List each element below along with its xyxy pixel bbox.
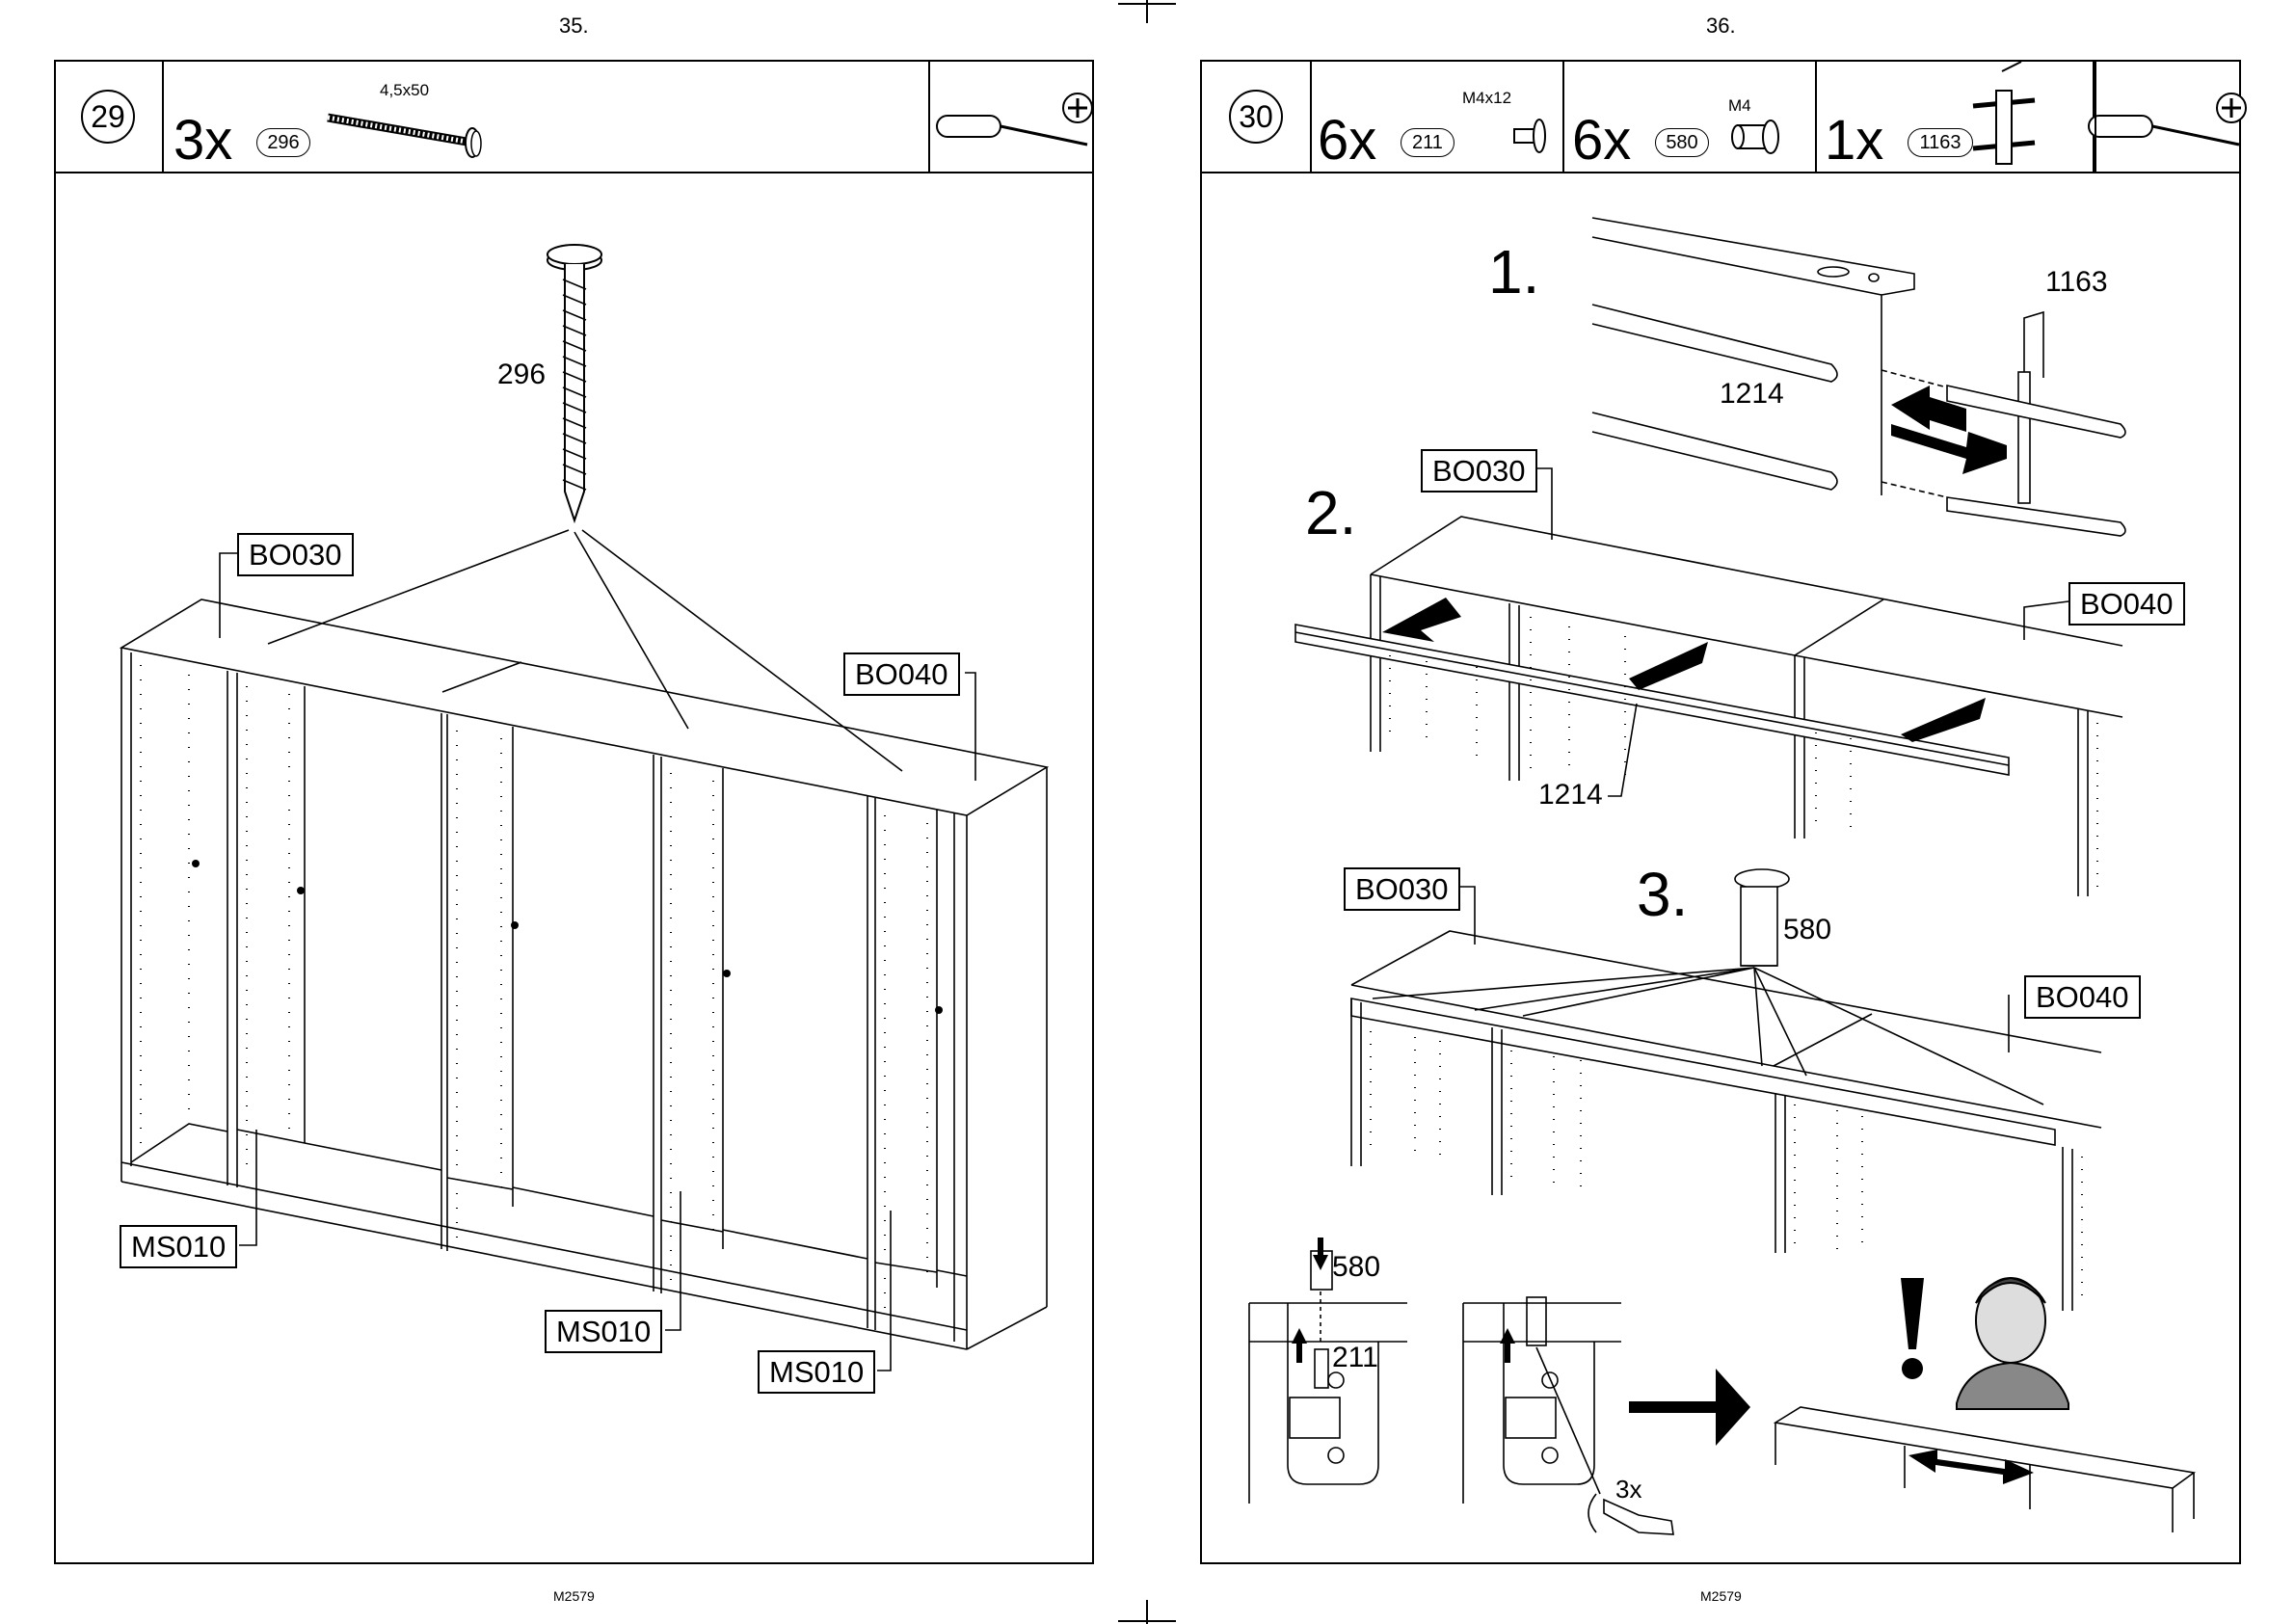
- substep-1-number: 1.: [1488, 241, 1539, 303]
- substep-2-number: 2.: [1305, 482, 1356, 544]
- detail-label-580: 580: [1332, 1251, 1380, 1284]
- label-bo030-step3: BO030: [1344, 867, 1460, 911]
- part-label-580-step3: 580: [1783, 914, 1831, 946]
- label-bo040-step2: BO040: [2068, 582, 2185, 626]
- rail-label-1214-bottom: 1214: [1538, 779, 1603, 812]
- bracket-label-1163: 1163: [2045, 266, 2108, 299]
- detail-turns-label: 3x: [1615, 1475, 1641, 1504]
- label-bo030-step2: BO030: [1421, 449, 1537, 493]
- assembler-figure: [1957, 1278, 2068, 1409]
- detail-label-211: 211: [1332, 1342, 1378, 1374]
- substep-3-number: 3.: [1637, 864, 1688, 925]
- label-bo040-step3: BO040: [2024, 975, 2141, 1019]
- rail-label-1214-top: 1214: [1720, 378, 1784, 411]
